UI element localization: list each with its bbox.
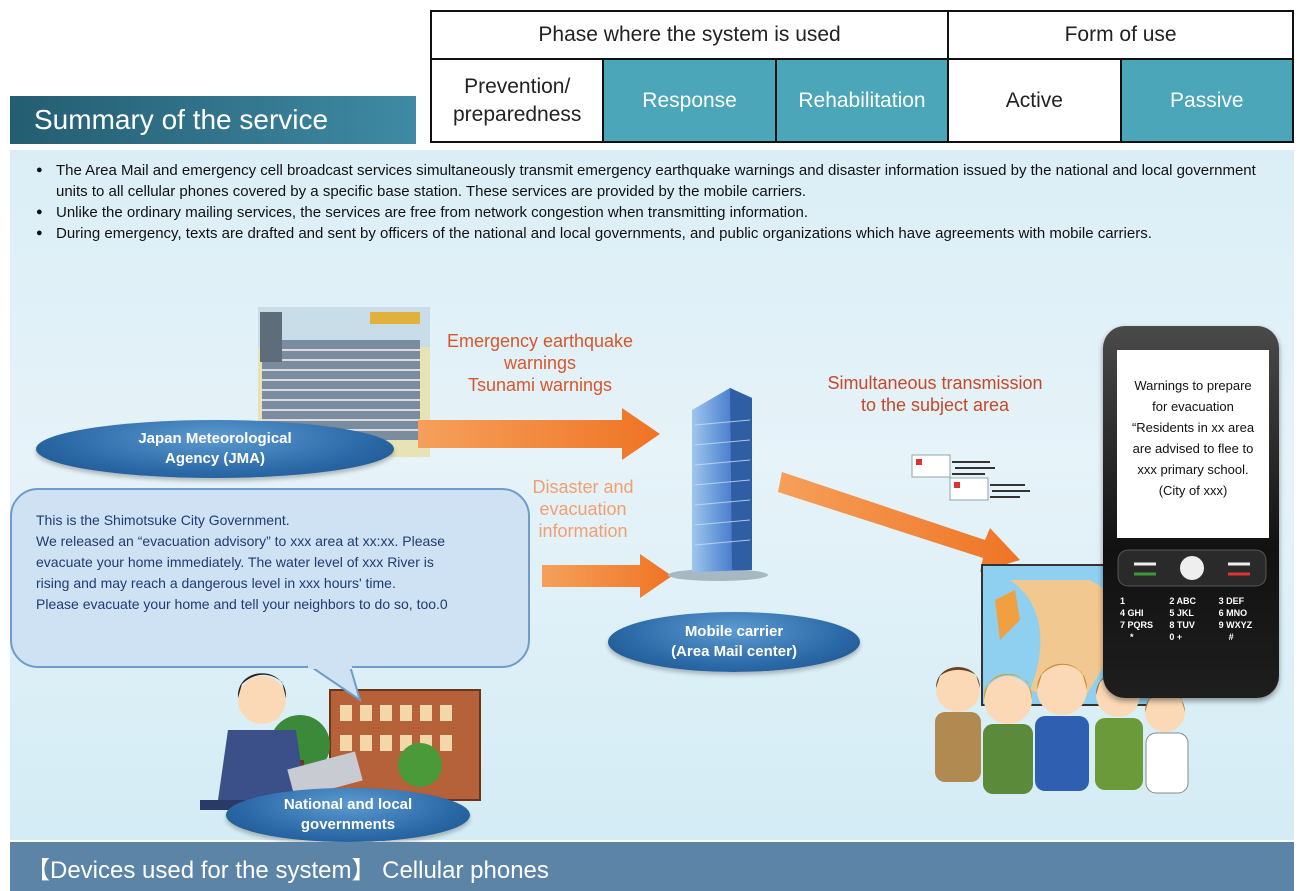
bubble-line: Please evacuate your home and tell your …: [36, 596, 448, 612]
disaster-line1: Disaster and: [532, 477, 634, 497]
phone-line: “Residents in xx area: [1131, 420, 1255, 435]
footer-band: [10, 842, 1294, 891]
governments-label-line2: governments: [300, 816, 396, 833]
keypad-key: #: [1228, 632, 1234, 642]
disaster-line3: information: [538, 521, 628, 541]
arrow-carrier-to-public: [778, 472, 1020, 572]
phase-form-table: Phase where the system is used Form of u…: [429, 10, 1295, 143]
keypad-key: 4 GHI: [1120, 608, 1144, 618]
keypad-key: 5 JKL: [1169, 608, 1194, 618]
speech-bubble-tail: [306, 665, 362, 703]
warnings-line1: Emergency earthquake: [446, 331, 634, 351]
keypad-key: 1: [1120, 596, 1126, 606]
jma-label-line2: Agency (JMA): [164, 450, 265, 467]
keypad-key: 3 DEF: [1218, 596, 1245, 606]
option-rehabilitation: Rehabilitation: [774, 58, 950, 143]
transmission-line1: Simultaneous transmission: [827, 373, 1043, 393]
keypad-key: *: [1130, 632, 1134, 642]
keypad-key: 6 MNO: [1218, 608, 1248, 618]
disaster-line2: evacuation: [539, 499, 627, 519]
bubble-message: This is the Shimotsuke City Government. …: [36, 510, 516, 615]
option-passive: Passive: [1119, 58, 1295, 143]
carrier-label-line2: (Area Mail center): [671, 643, 797, 660]
transmission-label: Simultaneous transmission to the subject…: [800, 372, 1070, 416]
phone-line: xxx primary school.: [1137, 462, 1249, 477]
phone-line: (City of xxx): [1158, 483, 1228, 498]
bullet-item: During emergency, texts are drafted and …: [36, 223, 1281, 244]
bullet-item: Unlike the ordinary mailing services, th…: [36, 202, 1281, 223]
keypad-key: 8 TUV: [1169, 620, 1195, 630]
phase-header: Phase where the system is used: [429, 10, 950, 60]
phone-message: Warnings to prepare for evacuation “Resi…: [1117, 375, 1269, 501]
carrier-building: [668, 388, 768, 581]
disaster-label: Disaster and evacuation information: [508, 476, 658, 542]
keypad-key: 9 WXYZ: [1218, 620, 1253, 630]
warnings-line2: warnings: [503, 353, 577, 373]
phone-screen: [1117, 350, 1269, 538]
warnings-line3: Tsunami warnings: [467, 375, 613, 395]
phone-keypad: 1 2 ABC 3 DEF 4 GHI 5 JKL 6 MNO 7 PQRS 8…: [1120, 596, 1268, 642]
jma-label-line1: Japan Meteorological: [138, 430, 292, 447]
speech-bubble: [10, 488, 530, 668]
transmission-line2: to the subject area: [860, 395, 1010, 415]
phone-nav-keys: [1117, 549, 1267, 587]
keypad-key: 2 ABC: [1169, 596, 1196, 606]
keypad-key: 7 PQRS: [1120, 620, 1154, 630]
governments-label: National and local governments: [226, 788, 470, 842]
option-prevention: Prevention/ preparedness: [429, 58, 605, 143]
summary-title: Summary of the service: [34, 104, 329, 135]
bullet-item: The Area Mail and emergency cell broadca…: [36, 160, 1281, 202]
governments-label-line1: National and local: [283, 796, 413, 813]
arrow-jma-to-carrier: [418, 408, 660, 460]
bubble-line: This is the Shimotsuke City Government.: [36, 512, 290, 528]
phone-line: for evacuation: [1152, 399, 1234, 414]
summary-band: [10, 96, 416, 144]
keypad-key: 0 +: [1169, 632, 1183, 642]
devices-footer: 【Devices used for the system】 Cellular p…: [26, 857, 549, 884]
mail-envelopes-icon: [911, 454, 1030, 501]
bubble-line: rising and may reach a dangerous level i…: [36, 575, 396, 591]
carrier-label-line1: Mobile carrier: [684, 623, 784, 640]
carrier-label: Mobile carrier (Area Mail center): [608, 612, 860, 672]
form-header: Form of use: [947, 10, 1294, 60]
phone-line: Warnings to prepare: [1134, 378, 1252, 393]
arrow-gov-to-carrier: [542, 554, 672, 598]
jma-label: Japan Meteorological Agency (JMA): [36, 420, 394, 478]
option-active: Active: [947, 58, 1122, 143]
bubble-line: We released an “evacuation advisory” to …: [36, 533, 446, 549]
bubble-line: evacuate your home immediately. The wate…: [36, 554, 434, 570]
phone-line: are advised to flee to: [1132, 441, 1254, 456]
option-response: Response: [602, 58, 777, 143]
summary-bullets: The Area Mail and emergency cell broadca…: [36, 160, 1281, 244]
warnings-label: Emergency earthquake warnings Tsunami wa…: [418, 330, 662, 396]
